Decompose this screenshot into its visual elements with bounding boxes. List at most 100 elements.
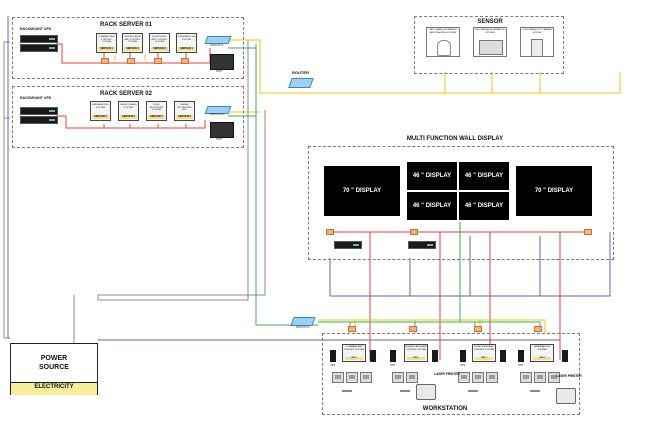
kvm-monitor	[210, 122, 234, 138]
ups-small-label: UPS	[390, 364, 396, 367]
display-46: 46 " DISPLAY	[459, 162, 509, 190]
workstation-pc	[534, 372, 546, 383]
ups-label: RACKMOUNT UPS	[20, 96, 52, 100]
server-desc: MONITORING AND CONTROL SYSTEM	[151, 36, 168, 43]
wall-display-title: MULTI FUNCTION WALL DISPLAY	[406, 136, 504, 142]
display-70-left: 70 " DISPLAY	[324, 166, 400, 216]
connector	[348, 326, 356, 332]
switch-01	[204, 36, 232, 44]
switch-02-label: SWITCH 02	[210, 113, 224, 116]
server-desc: DATA ANALYSIS SYSTEM	[92, 104, 109, 109]
connector	[534, 326, 542, 332]
rack-server-02-group	[12, 86, 244, 148]
power-title-1: POWER	[40, 355, 68, 362]
server-3: MONITORING AND CONTROL SYSTEM SERVER 3	[149, 33, 170, 53]
purple-cable	[330, 232, 611, 297]
workstation-pc	[346, 372, 358, 383]
ups-tower	[562, 350, 568, 362]
connector	[101, 58, 109, 64]
ups-tower	[370, 350, 376, 362]
ups-tower	[330, 350, 336, 362]
printer-label: LASER PRINTER	[556, 374, 582, 378]
connector	[474, 326, 482, 332]
server-1: COMMAND AND CONTROL SYSTEM SERVER 1	[96, 33, 117, 53]
wall-display-group	[308, 146, 614, 260]
workstation-pc	[458, 372, 470, 383]
red-cable	[56, 115, 206, 129]
server-7: VIDEO RECORDING SYSTEM SERVER 7	[146, 101, 167, 121]
sensor-desc: MULTIMEDIA INFORMATION SYSTEM	[475, 29, 505, 34]
electricity-label: ELECTRICITY	[34, 384, 74, 390]
router-label: ROUTER	[292, 70, 309, 75]
rack-server-01-group	[12, 17, 244, 79]
connector	[409, 326, 417, 332]
keyboard	[468, 390, 478, 392]
server-tag: SERVER 6	[120, 115, 137, 119]
display-controller	[334, 241, 362, 249]
yellow-cable	[114, 55, 146, 60]
server-tag: SERVER 5	[92, 115, 109, 119]
ws-desc: SURVEILLANCE AND CONTROL SYSTEM	[405, 346, 427, 351]
server-tag: SERVER 2	[124, 47, 141, 51]
workstation-pc	[472, 372, 484, 383]
electricity-bar	[11, 382, 97, 395]
sensor-desc: LONG RANGE PTZ CAMERA SYSTEM	[522, 29, 552, 34]
ups-tower	[460, 350, 466, 362]
workstation-title: WORKSTATION	[422, 406, 468, 412]
sensor-group	[414, 16, 564, 74]
kvm-label: KVM	[216, 138, 222, 141]
rackmount-ups	[20, 44, 58, 52]
server-desc: SURVEILLANCE AND CONTROL SYSTEM	[124, 36, 141, 43]
connector	[181, 58, 189, 64]
display-46: 46 " DISPLAY	[459, 192, 509, 220]
ws-desc: MONITORING AND CONTROL SYSTEM	[473, 346, 495, 351]
purple-cable	[329, 236, 541, 296]
connector	[584, 229, 592, 235]
switch-03-label: SWITCH 03	[296, 326, 310, 329]
ups-tower	[432, 350, 438, 362]
yellow-cable	[228, 39, 621, 94]
workstation-pc	[486, 372, 498, 383]
display-70-right: 70 " DISPLAY	[516, 166, 592, 216]
server-desc: COMMAND AND CONTROL SYSTEM	[98, 36, 115, 43]
server-5: DATA ANALYSIS SYSTEM SERVER 5	[90, 101, 111, 121]
workstation-pc	[360, 372, 372, 383]
power-cable	[97, 110, 266, 300]
sensor-desc: FAST SEARCH SCANNING AND TRACKING SYSTEM	[429, 29, 457, 34]
laser-printer	[416, 384, 436, 400]
camera-icon	[531, 39, 543, 57]
display-controller	[408, 241, 436, 249]
workstation-pc	[548, 372, 560, 383]
server-desc: VIDEO RECORDING SYSTEM	[149, 104, 164, 111]
ups-small-label: UPS	[518, 364, 524, 367]
green-cable	[228, 47, 256, 117]
display-46: 46 " DISPLAY	[407, 192, 457, 220]
ups-tower	[500, 350, 506, 362]
power-title-2: SOURCE	[39, 364, 69, 371]
server-tag: SERVER 8	[176, 115, 193, 119]
ups-tower	[518, 350, 524, 362]
connector	[410, 229, 418, 235]
router	[288, 78, 314, 88]
workstation-pc	[332, 372, 344, 383]
yellow-cable	[444, 72, 541, 93]
switch-01-label: SWITCH 01	[210, 44, 224, 47]
rackmount-ups	[20, 35, 58, 43]
workstation-4: DATA ANALYSIS SYSTEM WS 4	[530, 344, 554, 362]
switch-03	[290, 317, 316, 326]
workstation-1: COMMAND AND CONTROL SYSTEM WS 1	[342, 344, 366, 362]
server-4: INTEGRATED GIS SYSTEM SERVER 4	[176, 33, 197, 53]
ups-small-label: UPS	[330, 364, 336, 367]
power-cable	[98, 40, 249, 301]
server-tag: SERVER 1	[98, 47, 115, 51]
ups-small-label: UPS	[460, 364, 466, 367]
red-cable	[103, 52, 187, 63]
server-tag: SERVER 4	[178, 47, 195, 51]
server-6: DATA STORAGE SYSTEM SERVER 6	[118, 101, 139, 121]
workstation-pc	[392, 372, 404, 383]
workstation-3: MONITORING AND CONTROL SYSTEM WS 3	[472, 344, 496, 362]
printer-label: LASER PRINTER	[434, 372, 460, 376]
ws-desc: DATA ANALYSIS SYSTEM	[533, 346, 551, 351]
server-desc: INTEGRATED GIS SYSTEM	[177, 36, 196, 41]
